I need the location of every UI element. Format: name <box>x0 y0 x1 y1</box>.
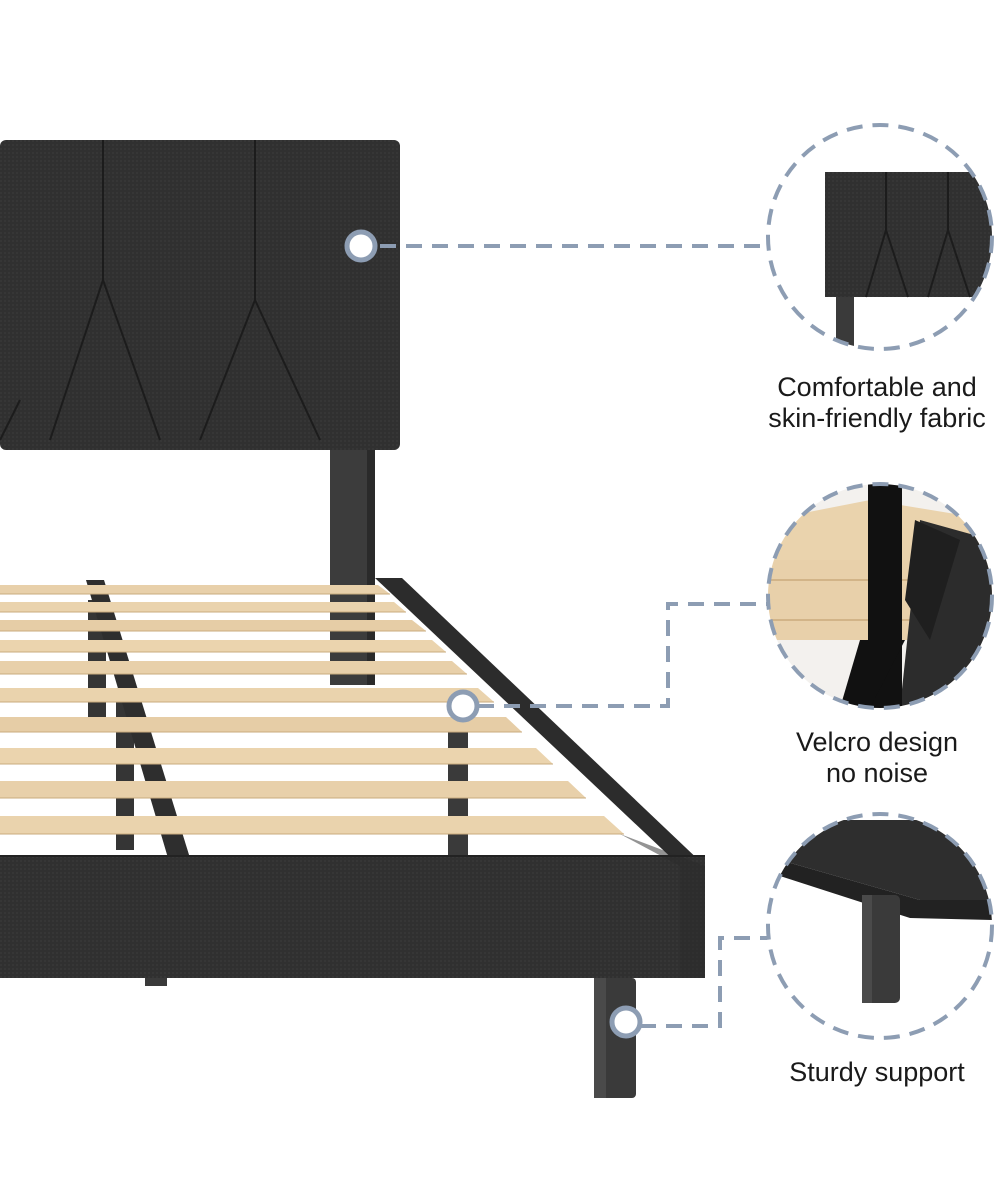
side-rail <box>375 578 705 866</box>
caption-velcro-line-2: no noise <box>825 758 929 788</box>
headboard-tufting <box>0 140 321 441</box>
callout-dot-velcro <box>446 689 480 723</box>
headboard-detail-icon <box>825 172 992 297</box>
detail-circle-velcro <box>766 482 994 710</box>
callout-dots <box>344 229 643 1039</box>
callout-dot-fabric <box>344 229 378 263</box>
callout-lines <box>380 244 767 1028</box>
caption-velcro: Velcro design no noise <box>747 727 995 789</box>
caption-fabric: Comfortable and skin-friendly fabric <box>747 372 995 434</box>
headboard <box>0 140 400 450</box>
caption-support-line-1: Sturdy support <box>789 1057 965 1087</box>
bed-frame <box>0 140 705 1098</box>
wood-slats <box>0 585 624 835</box>
detail-circle-support <box>766 812 994 1040</box>
caption-fabric-line-2: skin-friendly fabric <box>768 403 986 433</box>
caption-fabric-line-1: Comfortable and <box>777 372 977 402</box>
callout-dot-support <box>609 1005 643 1039</box>
caption-support: Sturdy support <box>747 1057 995 1088</box>
caption-velcro-line-1: Velcro design <box>795 727 959 757</box>
footboard <box>0 856 705 978</box>
detail-circle-fabric <box>766 123 994 351</box>
rear-leg <box>116 700 134 850</box>
